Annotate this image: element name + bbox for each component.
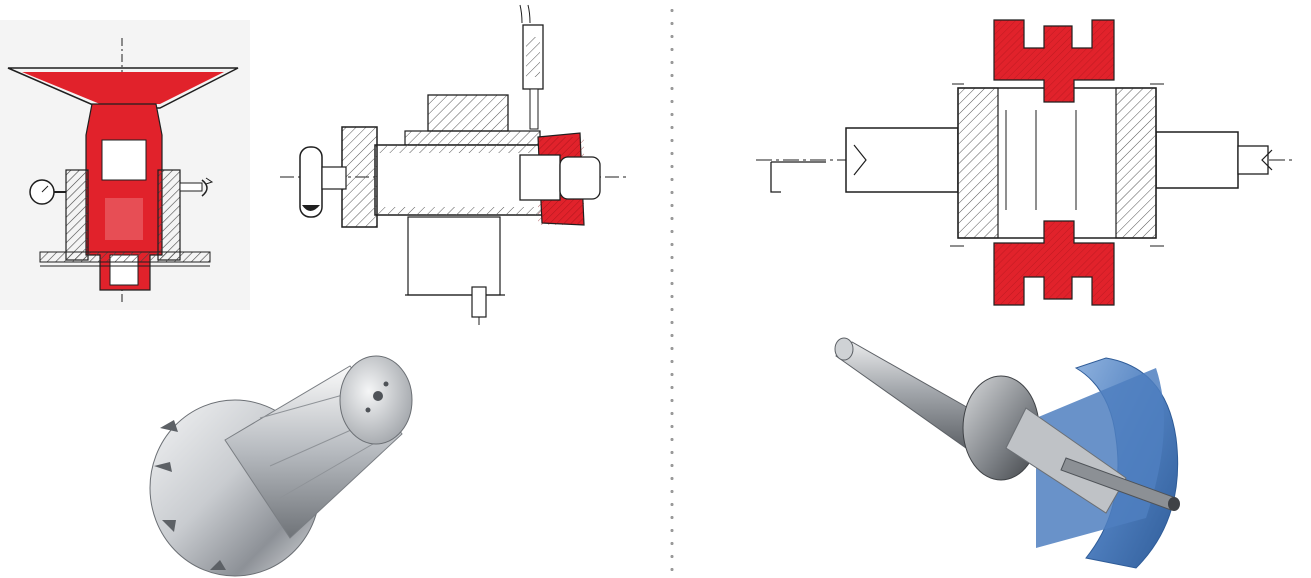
- shaft-disc-render: [834, 337, 1180, 569]
- chuck-drawing-small: [0, 20, 250, 310]
- arbor-drawing: [280, 4, 630, 325]
- left-panel: [0, 4, 630, 577]
- wheel-mount-drawing: [756, 19, 1296, 306]
- dotted-divider: [670, 4, 674, 573]
- arbor-render: [149, 355, 413, 577]
- right-panel: [676, 0, 1311, 577]
